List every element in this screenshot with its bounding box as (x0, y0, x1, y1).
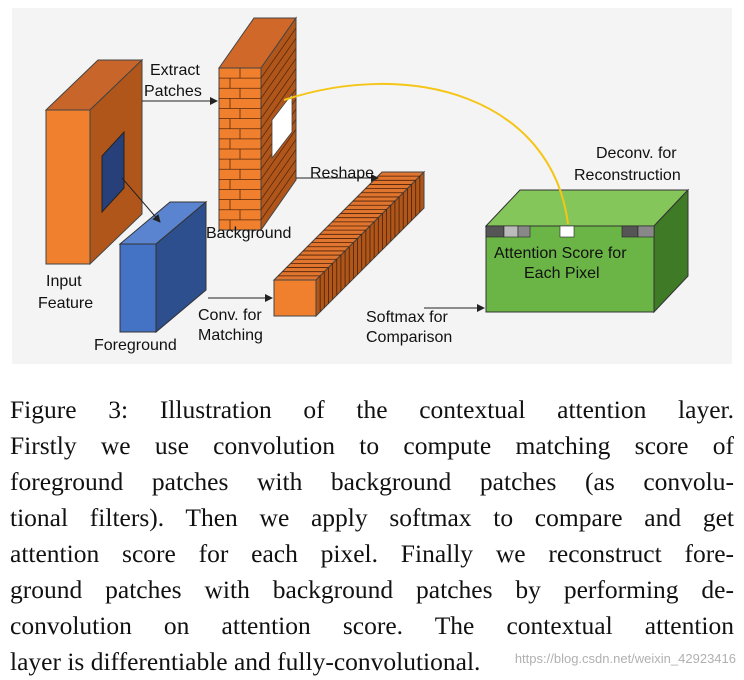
label-attention-line1: Attention Score for (494, 245, 627, 262)
label-background: Background (206, 225, 291, 242)
label-foreground: Foreground (94, 337, 177, 354)
label-extract-line1: Extract (150, 62, 200, 79)
caption-line: foreground patches with background patch… (10, 467, 734, 496)
output-block (484, 188, 690, 314)
caption-line: layer is differentiable and fully-convol… (10, 647, 481, 676)
watermark-text: https://blog.csdn.net/weixin_42923416 (514, 651, 736, 666)
caption-line: ground patches with background patches b… (10, 575, 734, 604)
label-reshape: Reshape (310, 165, 374, 182)
figure-panel: Extract Patches Input Feature Background… (12, 8, 732, 364)
label-softmax-line1: Softmax for (366, 309, 448, 326)
label-deconv-line1: Deconv. for (596, 145, 677, 162)
label-extract-line2: Patches (144, 83, 202, 100)
caption-line: Figure 3: Illustration of the contextual… (10, 395, 734, 424)
foreground-arrow (121, 177, 161, 223)
label-input-line1: Input (46, 273, 82, 290)
label-input-line2: Feature (38, 295, 93, 312)
caption-line: tional filters). Then we apply softmax t… (10, 503, 734, 532)
caption-line: convolution on attention score. The cont… (10, 611, 734, 640)
caption-line: attention score for each pixel. Finally … (10, 539, 734, 568)
contextual-attention-diagram: Extract Patches Input Feature Background… (38, 16, 690, 354)
reshaped-patches-block (272, 170, 426, 318)
label-conv-line2: Matching (198, 327, 263, 344)
label-conv-line1: Conv. for (198, 307, 262, 324)
caption-line: Firstly we use convolution to compute ma… (10, 431, 734, 460)
attention-curve (283, 82, 569, 225)
label-softmax-line2: Comparison (366, 329, 452, 346)
foreground-block (118, 200, 208, 334)
figure-caption: Figure 3: Illustration of the contextual… (10, 392, 734, 680)
label-deconv-line2: Reconstruction (574, 167, 681, 184)
background-patches-block (218, 16, 297, 232)
label-attention-line2: Each Pixel (524, 265, 600, 282)
input-feature-block (44, 58, 144, 266)
